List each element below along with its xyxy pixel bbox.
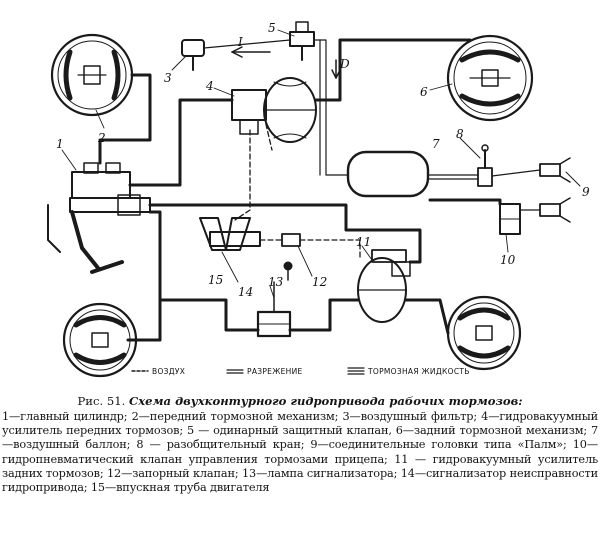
legend: ВОЗДУХ РАЗРЕЖЕНИЕ ТОРМОЗНАЯ ЖИДКОСТЬ — [152, 367, 470, 376]
rear-brake-left — [62, 302, 138, 378]
callout-3: 3 — [164, 71, 172, 85]
rear-brake-right-top — [446, 34, 534, 122]
arrow-label-outlet: D — [339, 57, 350, 71]
shutoff-valve — [281, 233, 301, 247]
protective-valve — [289, 21, 315, 61]
palm-coupling-heads — [539, 157, 571, 223]
air-filter — [181, 39, 205, 71]
callout-11: 11 — [356, 235, 371, 249]
arrow-label-inlet: I — [237, 35, 243, 49]
figure-caption: Рис. 51. Схема двухконтурного гидроприво… — [2, 394, 598, 495]
figure-title: Схема двухконтурного гидропривода рабочи… — [129, 394, 523, 408]
flow-arrows — [231, 46, 341, 79]
callout-7: 7 — [432, 137, 440, 151]
callout-8: 8 — [456, 127, 464, 141]
callout-10: 10 — [500, 253, 516, 267]
vacuum-lines — [234, 115, 361, 259]
figure-title-line: Рис. 51. Схема двухконтурного гидроприво… — [2, 394, 598, 409]
rear-brake-right-bottom — [446, 295, 522, 371]
callout-6: 6 — [420, 85, 428, 99]
fluid-lines — [98, 38, 502, 342]
callout-2: 2 — [97, 131, 106, 145]
rear-booster — [357, 249, 411, 323]
callout-14: 14 — [238, 285, 253, 299]
front-brake-left — [50, 33, 134, 117]
brake-circuit-diagram: 1 2 3 4 5 6 7 8 9 10 11 12 13 14 15 I D … — [47, 21, 590, 378]
trailer-control-valve — [499, 203, 521, 235]
leader-lines — [61, 29, 581, 299]
shutoff-cock — [477, 144, 493, 187]
callout-9: 9 — [582, 185, 590, 199]
callout-4: 4 — [205, 79, 214, 93]
brake-pedal — [47, 204, 124, 274]
callout-5: 5 — [268, 21, 276, 35]
callout-15: 15 — [208, 273, 223, 287]
figure-number: Рис. 51. — [77, 394, 126, 408]
callout-13: 13 — [268, 275, 284, 289]
intake-manifold — [199, 217, 261, 251]
warning-lamp — [283, 261, 293, 281]
figure-legend-text: 1—главный цилиндр; 2—передний тормозной … — [2, 410, 598, 495]
air-receiver — [346, 150, 430, 198]
legend-vacuum: РАЗРЕЖЕНИЕ — [247, 367, 303, 376]
legend-brake-fluid: ТОРМОЗНАЯ ЖИДКОСТЬ — [367, 367, 470, 376]
callout-labels: 1 2 3 4 5 6 7 8 9 10 11 12 13 14 15 I D — [56, 21, 590, 299]
legend-air: ВОЗДУХ — [152, 367, 185, 376]
callout-1: 1 — [56, 137, 64, 151]
master-cylinder — [69, 162, 173, 216]
front-booster — [231, 77, 317, 143]
fault-signal-unit — [256, 281, 292, 338]
air-lines — [203, 39, 541, 211]
legend-samples — [131, 367, 365, 375]
callout-12: 12 — [312, 275, 327, 289]
